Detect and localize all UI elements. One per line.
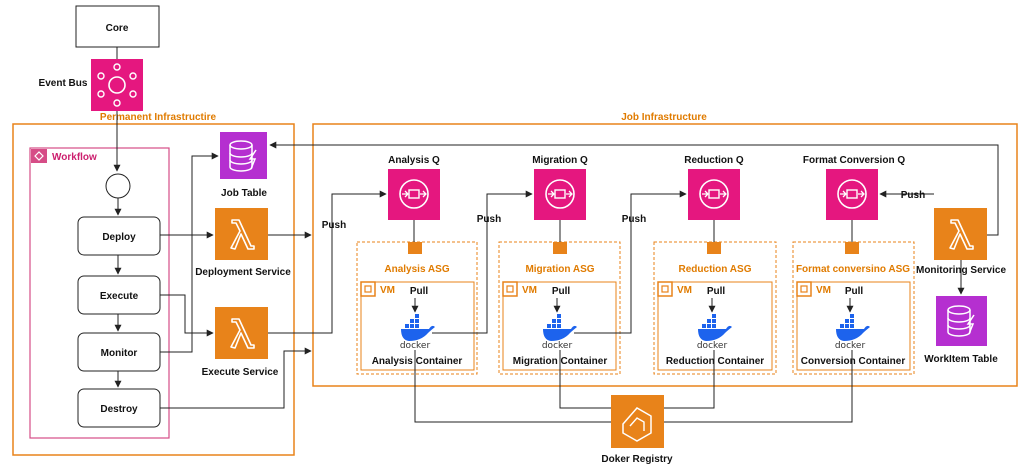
push-label-format: Push — [901, 190, 925, 201]
permanent-infrastructure-label: Permanent Infrastructire — [100, 112, 217, 123]
job-infrastructure-label: Job Infrastructure — [621, 112, 707, 123]
reduction-vm-label: VM — [677, 285, 692, 296]
format-conversion-docker-icon — [836, 314, 870, 341]
reduction-docker-label: docker — [697, 341, 728, 351]
reduction-asg — [653, 241, 777, 375]
reduction-pull-label: Pull — [707, 286, 726, 297]
workitem-table-icon — [936, 296, 987, 346]
core-label: Core — [106, 23, 129, 34]
edge-destroy-jobinfra — [160, 347, 312, 409]
format-conversion-queue-label: Format Conversion Q — [803, 155, 905, 166]
analysis-vm-label: VM — [380, 285, 395, 296]
migration-queue-icon — [534, 169, 586, 220]
edge-registry-reduction — [664, 350, 715, 409]
edge-migration-push-reductionq — [574, 190, 687, 334]
reduction-vm-box — [657, 281, 773, 371]
format-conversion-vm-box — [796, 281, 911, 371]
migration-asg-label: Migration ASG — [525, 264, 594, 275]
reduction-asg-label: Reduction ASG — [679, 264, 752, 275]
workflow-label: Workflow — [52, 152, 97, 163]
migration-vm-label: VM — [522, 285, 537, 296]
migration-docker-icon — [543, 314, 577, 341]
analysis-queue-label: Analysis Q — [388, 155, 440, 166]
analysis-docker-icon — [401, 314, 435, 341]
deploy-step-label: Deploy — [102, 232, 136, 243]
edge-registry-migration — [559, 350, 611, 409]
reduction-queue-icon — [688, 169, 740, 220]
edge-monitoring-jobtable — [269, 141, 999, 236]
analysis-container-label: Analysis Container — [372, 356, 463, 367]
destroy-step-label: Destroy — [100, 404, 138, 415]
monitoring-service-icon — [934, 208, 987, 260]
format-conversion-pull-label: Pull — [845, 286, 864, 297]
migration-docker-label: docker — [542, 341, 573, 351]
reduction-queue-label: Reduction Q — [684, 155, 744, 166]
edge-registry-analysis — [414, 350, 611, 423]
format-conversion-docker-label: docker — [835, 341, 866, 351]
format-conversion-queue-icon — [826, 169, 878, 220]
edge-monitor-jobtable — [160, 152, 219, 353]
permanent-infrastructure-boundary — [12, 123, 295, 456]
analysis-asg-label: Analysis ASG — [384, 264, 449, 275]
workflow-boundary — [29, 147, 170, 439]
edge-executeservice-analysisq — [268, 190, 387, 334]
analysis-vm-box — [360, 281, 475, 371]
monitor-step-label: Monitor — [101, 348, 138, 359]
execute-service-icon — [215, 307, 268, 359]
job-table-icon — [220, 132, 267, 179]
format-conversion-asg-label: Format conversino ASG — [796, 264, 910, 275]
event-bus-label: Event Bus — [39, 78, 88, 89]
deploy-step — [77, 216, 161, 256]
workitem-table-label: WorkItem Table — [924, 354, 998, 365]
push-label-analysis: Push — [322, 220, 346, 231]
reduction-docker-icon — [698, 314, 732, 341]
workflow-icon — [31, 149, 47, 163]
conversion-container-label: Conversion Container — [801, 356, 906, 367]
edge-execute-executeservice — [160, 294, 214, 337]
push-label-migration: Push — [477, 214, 501, 225]
core-box — [75, 5, 160, 48]
analysis-pull-label: Pull — [410, 286, 429, 297]
analysis-queue-icon — [388, 169, 440, 220]
format-conversion-asg — [792, 241, 915, 375]
job-infrastructure-boundary — [312, 123, 1018, 387]
deployment-service-label: Deployment Service — [195, 267, 291, 278]
registry-icon — [611, 395, 664, 448]
workflow-start-node — [105, 173, 131, 199]
reduction-container-label: Reduction Container — [666, 356, 764, 367]
event-bus-icon — [91, 59, 143, 111]
analysis-asg — [356, 241, 478, 375]
edge-registry-conversion — [664, 350, 853, 423]
push-label-reduction: Push — [622, 214, 646, 225]
job-table-label: Job Table — [221, 188, 267, 199]
edges — [113, 47, 999, 423]
execute-step-label: Execute — [100, 291, 139, 302]
deployment-service-icon — [215, 208, 268, 260]
format-conversion-vm-label: VM — [816, 285, 831, 296]
edge-analysis-push-migrationq — [432, 190, 533, 334]
analysis-docker-label: docker — [400, 341, 431, 351]
migration-pull-label: Pull — [552, 286, 571, 297]
execute-service-label: Execute Service — [202, 367, 279, 378]
migration-queue-label: Migration Q — [532, 155, 588, 166]
registry-label: Doker Registry — [601, 454, 673, 465]
